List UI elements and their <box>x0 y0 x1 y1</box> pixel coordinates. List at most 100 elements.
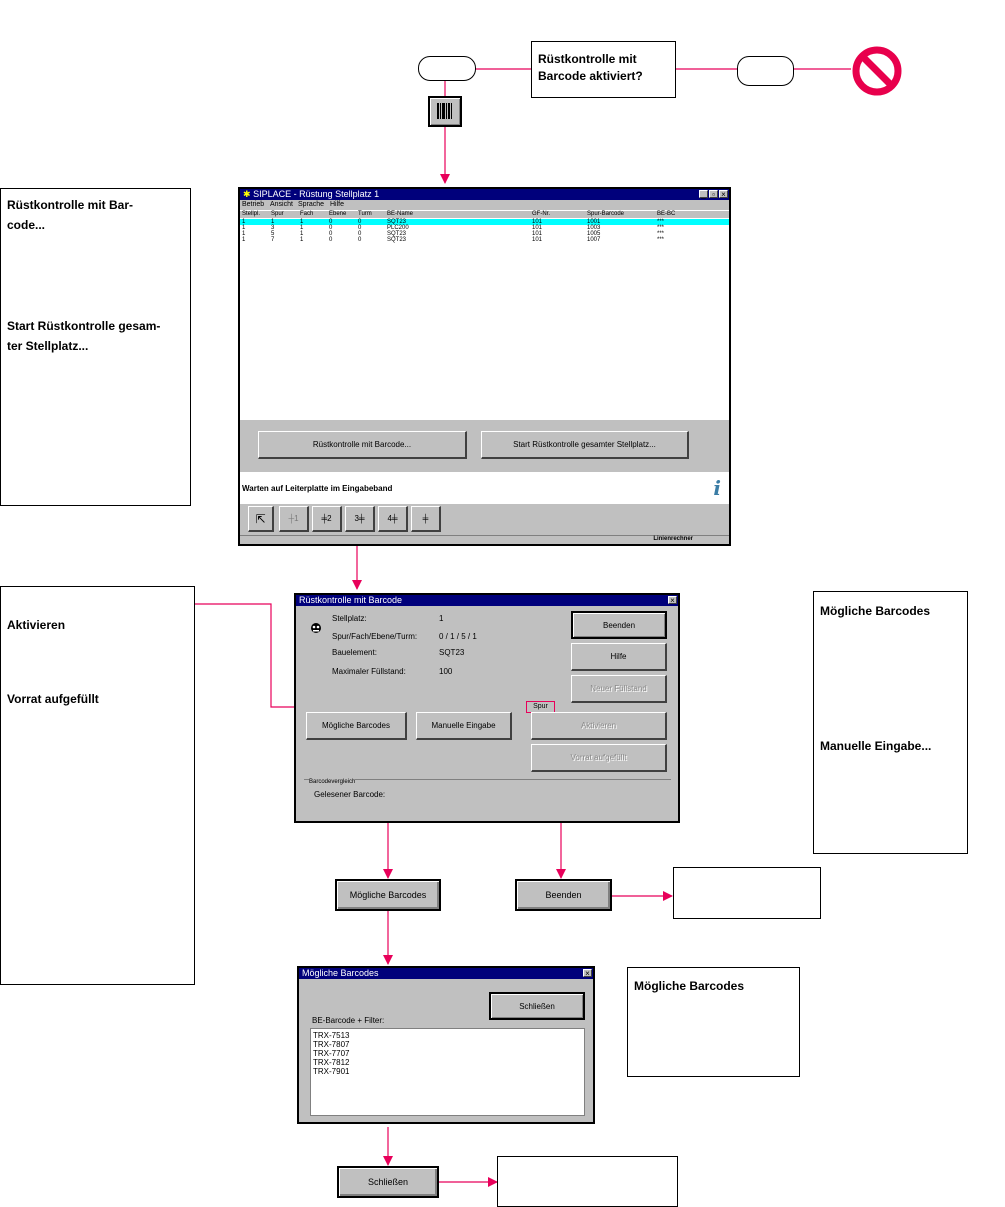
barcodes-list-dialog: Mögliche Barcodes × Schließen BE-Barcode… <box>297 966 595 1124</box>
note-text: Vorrat aufgefüllt <box>7 692 99 706</box>
track-1-icon[interactable]: ┼1 <box>279 506 309 532</box>
stop-icon <box>851 45 903 97</box>
decision-text: Rüstkontrolle mit Barcode aktiviert? <box>538 52 643 83</box>
note-text: Rüstkontrolle mit Bar- <box>7 198 134 212</box>
dialog-title: Mögliche Barcodes <box>302 968 379 978</box>
col-header[interactable]: Spur-Barcode <box>587 211 625 217</box>
siplace-window: ✱ SIPLACE - Rüstung Stellplatz 1 _ ▫ × B… <box>238 187 731 546</box>
list-item[interactable]: TRX-7807 <box>313 1040 350 1049</box>
barcode-compare-group: Barcodevergleich Gelesener Barcode: <box>304 779 671 818</box>
barcode-scanner-icon <box>428 96 462 127</box>
dialog-titlebar: Mögliche Barcodes × <box>299 968 593 979</box>
minimize-icon[interactable]: _ <box>699 190 708 199</box>
statusbar-text: Linienrechner <box>653 536 693 542</box>
status-text: Warten auf Leiterplatte im Eingabeband <box>242 484 393 493</box>
end-box <box>673 867 821 919</box>
group-label: Barcodevergleich <box>309 779 356 785</box>
status-panel: Warten auf Leiterplatte im Eingabeband i <box>240 472 729 504</box>
col-header[interactable]: Spur <box>271 211 284 217</box>
window-titlebar: ✱ SIPLACE - Rüstung Stellplatz 1 _ ▫ × <box>240 189 729 200</box>
col-header[interactable]: BE-Name <box>387 211 414 217</box>
track-3-icon[interactable]: 3╪ <box>345 506 375 532</box>
beenden-button[interactable]: Beenden <box>571 611 667 639</box>
note-box-left-1: Rüstkontrolle mit Bar- code... Start Rüs… <box>0 188 191 506</box>
col-header[interactable]: GF-Nr. <box>532 211 550 217</box>
end-box-2 <box>497 1156 678 1207</box>
moegliche-barcodes-button[interactable]: Mögliche Barcodes <box>306 712 407 740</box>
menu-bar: Betrieb Ansicht Sprache Hilfe <box>240 200 729 209</box>
note-text: Manuelle Eingabe... <box>820 739 932 753</box>
col-header[interactable]: Turm <box>358 211 372 217</box>
neuer-fuellstand-button[interactable]: Neuer Füllstand <box>571 675 667 703</box>
hilfe-button[interactable]: Hilfe <box>571 643 667 671</box>
list-item[interactable]: TRX-7707 <box>313 1049 350 1058</box>
field-label: Maximaler Füllstand: <box>332 667 406 676</box>
barcode-listbox[interactable]: TRX-7513 TRX-7807 TRX-7707 TRX-7812 TRX-… <box>310 1028 585 1116</box>
start-terminal <box>418 56 476 81</box>
note-text: Mögliche Barcodes <box>634 979 745 993</box>
field-label: Stellplatz: <box>332 614 367 623</box>
field-value: 0 / 1 / 5 / 1 <box>439 632 477 641</box>
field-label: Spur/Fach/Ebene/Turm: <box>332 632 418 641</box>
close-icon[interactable]: × <box>583 969 592 978</box>
note-box-left-2: Aktivieren Vorrat aufgefüllt <box>0 586 195 985</box>
flow-schliessen: Schließen <box>337 1166 439 1198</box>
start-check-button[interactable]: Start Rüstkontrolle gesamter Stellplatz.… <box>481 431 689 459</box>
aktivieren-button[interactable]: Aktivieren <box>531 712 667 740</box>
menu-hilfe[interactable]: Hilfe <box>330 201 345 208</box>
barcode-dialog: Rüstkontrolle mit Barcode × Stellplatz: … <box>294 593 680 823</box>
track-all-icon[interactable]: ╪ <box>411 506 441 532</box>
pointer-tool-icon[interactable]: ⇱ <box>248 506 274 532</box>
note-text: Aktivieren <box>7 618 66 632</box>
barcode-check-button[interactable]: Rüstkontrolle mit Barcode... <box>258 431 467 459</box>
note-box-right-1: Mögliche Barcodes Manuelle Eingabe... <box>813 591 968 854</box>
field-label: Bauelement: <box>332 648 377 657</box>
dialog-title: Rüstkontrolle mit Barcode <box>299 595 403 605</box>
track-4-icon[interactable]: 4╪ <box>378 506 408 532</box>
menu-ansicht[interactable]: Ansicht <box>270 201 293 208</box>
component-icon <box>310 622 322 634</box>
field-value: 100 <box>439 667 453 676</box>
col-header[interactable]: BE-BC <box>657 211 676 217</box>
info-icon[interactable]: i <box>713 476 721 500</box>
decision-box: Rüstkontrolle mit Barcode aktiviert? <box>531 41 676 98</box>
filter-label: BE-Barcode + Filter: <box>312 1016 385 1025</box>
track-2-icon[interactable]: ╪2 <box>312 506 342 532</box>
note-text: code... <box>7 218 46 232</box>
note-box-right-2: Mögliche Barcodes <box>627 967 800 1077</box>
table-header: Stellpl. Spur Fach Ebene Turm BE-Name GF… <box>240 211 729 218</box>
list-item[interactable]: TRX-7901 <box>313 1067 350 1076</box>
col-header[interactable]: Stellpl. <box>242 211 261 217</box>
dialog-titlebar: Rüstkontrolle mit Barcode × <box>296 595 678 606</box>
note-text: Start Rüstkontrolle gesam- <box>7 319 161 333</box>
flow-beenden: Beenden <box>515 879 612 911</box>
list-item[interactable]: TRX-7513 <box>313 1031 350 1040</box>
flow-moegliche-barcodes: Mögliche Barcodes <box>335 879 441 911</box>
vorrat-aufgefuellt-button[interactable]: Vorrat aufgefüllt <box>531 744 667 772</box>
schliessen-button[interactable]: Schließen <box>489 992 585 1020</box>
status-bar: Linienrechner <box>240 535 729 544</box>
field-value: SQT23 <box>439 648 465 657</box>
window-title: SIPLACE - Rüstung Stellplatz 1 <box>253 189 380 199</box>
col-header[interactable]: Fach <box>300 211 314 217</box>
menu-sprache[interactable]: Sprache <box>298 201 325 208</box>
maximize-icon[interactable]: ▫ <box>709 190 718 199</box>
gelesener-barcode-label: Gelesener Barcode: <box>314 790 386 799</box>
menu-betrieb[interactable]: Betrieb <box>242 201 265 208</box>
close-icon[interactable]: × <box>719 190 728 199</box>
app-icon: ✱ <box>243 189 251 199</box>
table-area: Stellpl. Spur Fach Ebene Turm BE-Name GF… <box>240 210 729 420</box>
note-text: Mögliche Barcodes <box>820 604 931 618</box>
spur-tag: Spur <box>526 701 555 713</box>
toolbar: ⇱ ┼1 ╪2 3╪ 4╪ ╪ <box>246 505 446 535</box>
col-header[interactable]: Ebene <box>329 211 347 217</box>
manuelle-eingabe-button[interactable]: Manuelle Eingabe <box>416 712 512 740</box>
field-value: 1 <box>439 614 444 623</box>
list-item[interactable]: TRX-7812 <box>313 1058 350 1067</box>
note-text: ter Stellplatz... <box>7 339 89 353</box>
close-icon[interactable]: × <box>668 596 677 605</box>
